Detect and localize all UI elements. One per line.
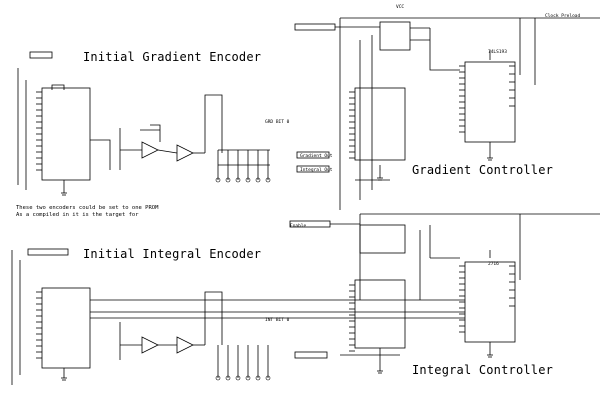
integral-header-box xyxy=(27,248,69,256)
integral-out-label: Integral Out xyxy=(300,168,333,173)
title-integral-controller: Integral Controller xyxy=(412,363,554,377)
resistor-symbol xyxy=(225,375,231,381)
rom-chip-gradient xyxy=(41,87,91,181)
resistor-symbol xyxy=(265,177,271,183)
opamp-integral-2 xyxy=(176,336,194,354)
wire xyxy=(51,84,65,90)
gradient-bus-label: GRD BIT 0 xyxy=(265,120,290,125)
enable-label: Enable xyxy=(290,224,307,229)
resistor-symbol xyxy=(255,177,261,183)
opamp-gradient-1 xyxy=(141,141,159,159)
integral-out-box xyxy=(296,165,330,173)
note-line-1: These two encoders could be set to one P… xyxy=(16,205,159,211)
integral-bus-label: INT BIT 0 xyxy=(265,318,290,323)
wire xyxy=(150,124,161,142)
gradient-out-label: Gradient Out xyxy=(300,154,333,159)
gradient-flipflop xyxy=(379,21,411,51)
resistor-symbol xyxy=(255,375,261,381)
resistor-symbol xyxy=(235,375,241,381)
resistor-symbol xyxy=(215,375,221,381)
resistor-symbol xyxy=(215,177,221,183)
integral-encoder-chip xyxy=(354,279,406,349)
rom-chip-integral xyxy=(41,287,91,369)
integral-signal-box xyxy=(294,351,328,359)
title-initial-integral-encoder: Initial Integral Encoder xyxy=(83,247,262,261)
vcc-label: VCC xyxy=(396,5,405,10)
opamp-integral-1 xyxy=(141,336,159,354)
wire xyxy=(90,139,111,170)
note-line-2: As a compiled in it is the target for xyxy=(16,212,139,218)
title-initial-gradient-encoder: Initial Gradient Encoder xyxy=(83,50,262,64)
opamp-gradient-2 xyxy=(176,144,194,162)
resistor-symbol xyxy=(235,177,241,183)
wire xyxy=(429,28,460,71)
integral-flipflop xyxy=(359,224,406,254)
title-gradient-controller: Gradient Controller xyxy=(412,163,554,177)
resistor-symbol xyxy=(225,177,231,183)
gradient-counter-chip xyxy=(464,61,516,143)
rom-chip-label: 2716 xyxy=(488,262,499,267)
gradient-encoder-chip xyxy=(354,87,406,161)
rom-header-box xyxy=(29,51,53,59)
counter-chip-label: 74LS193 xyxy=(488,50,507,55)
resistor-symbol xyxy=(245,375,251,381)
resistor-symbol xyxy=(245,177,251,183)
wire xyxy=(204,94,223,153)
wire xyxy=(204,291,223,345)
resistor-symbol xyxy=(265,375,271,381)
clock-preload-label: Clock Preload xyxy=(545,14,581,19)
wire xyxy=(157,149,178,154)
clock-input-box xyxy=(294,23,336,31)
gradient-out-box xyxy=(296,151,330,159)
integral-counter-chip xyxy=(464,261,516,343)
